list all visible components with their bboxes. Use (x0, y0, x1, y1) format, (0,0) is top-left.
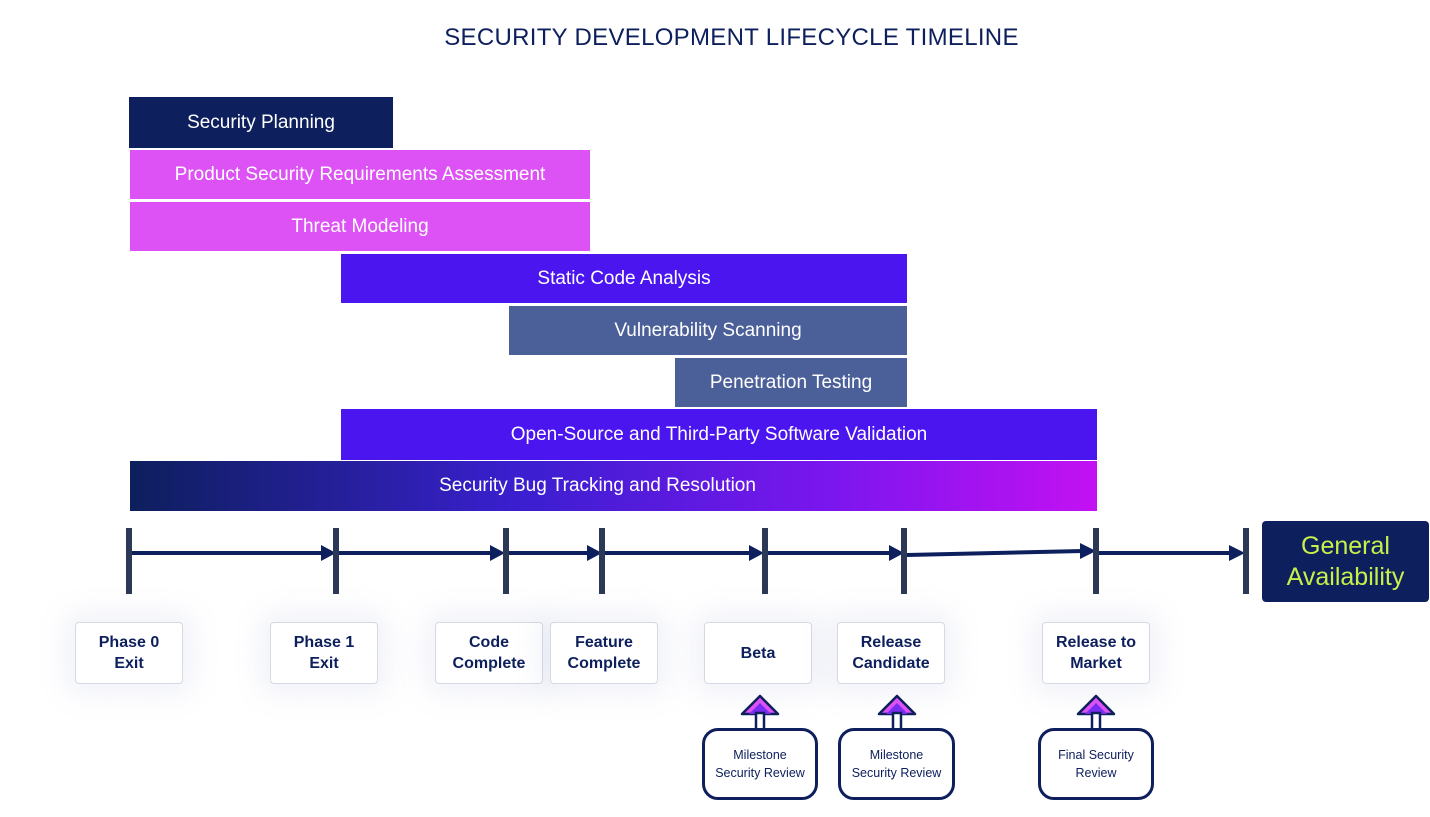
activity-label: Threat Modeling (291, 215, 429, 237)
activity-bar-open-source-validation: Open-Source and Third-Party Software Val… (341, 409, 1097, 460)
timeline-tick (901, 528, 907, 594)
timeline-tick (333, 528, 339, 594)
activity-label: Penetration Testing (709, 371, 873, 393)
activity-label: Security Planning (187, 111, 335, 133)
activity-label: Open-Source and Third-Party Software Val… (510, 423, 928, 445)
timeline-tick (1243, 528, 1249, 594)
activity-bar-requirements-assessment: Product Security Requirements Assessment (130, 150, 590, 199)
activity-label: Vulnerability Scanning (614, 319, 802, 341)
timeline-tick (503, 528, 509, 594)
activity-bar-bug-tracking: Security Bug Tracking and Resolution (130, 461, 1097, 511)
milestone-code-complete: Code Complete (435, 622, 543, 684)
up-arrow-icon (877, 694, 917, 732)
up-arrow-icon (740, 694, 780, 732)
review-box-release-to-market: Final Security Review (1038, 728, 1154, 800)
activity-bar-security-planning: Security Planning (129, 97, 393, 148)
milestone-release-to-market: Release to Market (1042, 622, 1150, 684)
timeline-segment (906, 549, 1084, 557)
milestone-beta: Beta (704, 622, 812, 684)
milestone-phase-1-exit: Phase 1 Exit (270, 622, 378, 684)
activity-bar-threat-modeling: Threat Modeling (130, 202, 590, 251)
activity-bar-vulnerability-scanning: Vulnerability Scanning (509, 306, 907, 355)
activity-bar-penetration-testing: Penetration Testing (675, 358, 907, 407)
activity-label: Security Bug Tracking and Resolution (439, 475, 756, 496)
activity-bar-static-code-analysis: Static Code Analysis (341, 254, 907, 303)
review-box-release-candidate: Milestone Security Review (838, 728, 955, 800)
activity-label: Static Code Analysis (537, 267, 711, 289)
activity-label: Product Security Requirements Assessment (174, 163, 546, 185)
review-box-beta: Milestone Security Review (702, 728, 818, 800)
milestone-feature-complete: Feature Complete (550, 622, 658, 684)
diagram-title: SECURITY DEVELOPMENT LIFECYCLE TIMELINE (444, 24, 1019, 51)
milestone-phase-0-exit: Phase 0 Exit (75, 622, 183, 684)
timeline-tick (126, 528, 132, 594)
timeline-tick (1093, 528, 1099, 594)
timeline-tick (762, 528, 768, 594)
up-arrow-icon (1076, 694, 1116, 732)
timeline-tick (599, 528, 605, 594)
general-availability-box: General Availability (1262, 521, 1429, 602)
milestone-release-candidate: Release Candidate (837, 622, 945, 684)
